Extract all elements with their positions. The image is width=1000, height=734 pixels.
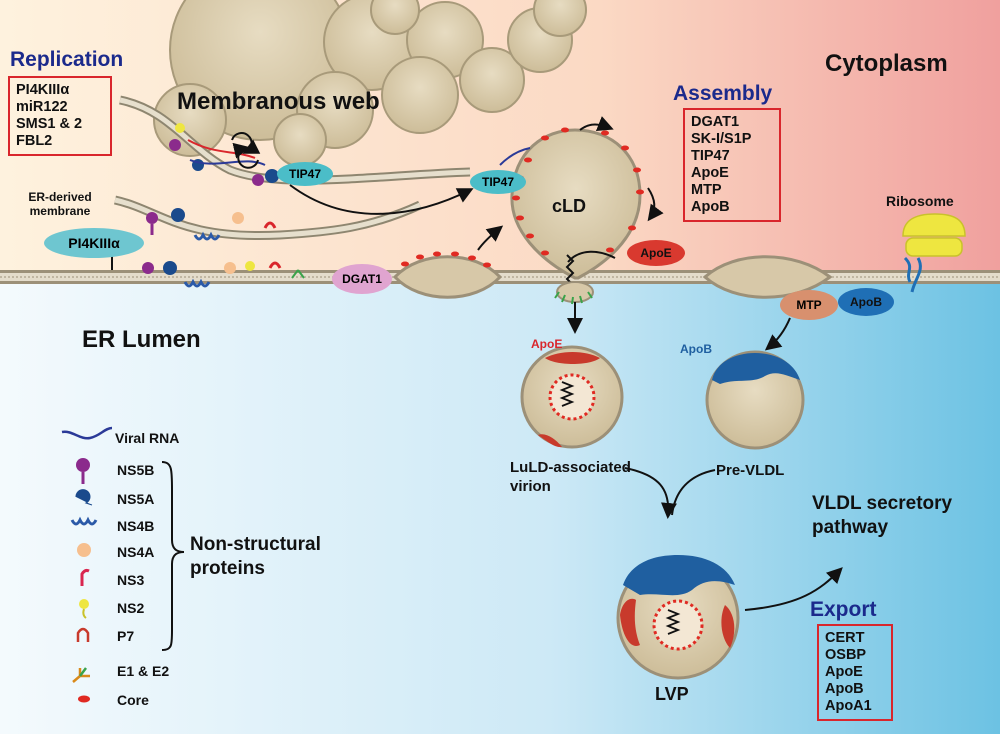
assembly-item: ApoE (691, 165, 729, 181)
er-membrane-label: ER-derived membrane (28, 190, 92, 218)
replication-heading: Replication (10, 48, 124, 71)
export-heading: Export (810, 598, 877, 621)
mtp-oval: MTP (780, 290, 838, 320)
core-dots-lens (401, 251, 491, 268)
assembly-box: DGAT1 SK-I/S1P TIP47 ApoE MTP ApoB (683, 108, 781, 222)
legend-p7: P7 (117, 628, 135, 644)
cld-lipid-droplet (510, 128, 642, 280)
export-item: ApoA1 (825, 698, 872, 714)
membranous-web-label: Membranous web (177, 88, 380, 115)
replication-item: FBL2 (16, 133, 53, 149)
luld-caption: LuLD-associated virion (510, 459, 631, 495)
ribosome-label: Ribosome (886, 193, 954, 209)
luld-apoe-label: ApoE (531, 337, 563, 351)
tip47-oval-left: TIP47 (277, 162, 333, 186)
er-lumen-label: ER Lumen (82, 326, 201, 353)
apoe-oval-cld: ApoE (627, 240, 685, 266)
replication-cycle-arrows (231, 132, 261, 169)
legend-brace (161, 461, 185, 651)
legend-e1-e2: E1 & E2 (117, 663, 170, 679)
legend-ns5a: NS5A (117, 491, 155, 507)
replication-item: miR122 (16, 99, 68, 115)
legend-ns3: NS3 (117, 572, 145, 588)
legend-ns4b: NS4B (117, 518, 155, 534)
cld-label: cLD (552, 196, 587, 216)
cytoplasm-region (0, 0, 1000, 278)
luld-virion (520, 345, 624, 449)
legend-ns5b: NS5B (117, 462, 155, 478)
replication-box: PI4KIIIα miR122 SMS1 & 2 FBL2 (8, 76, 112, 156)
export-item: CERT (825, 630, 865, 646)
cld-viral-rna (565, 254, 575, 286)
cld-rna-strand (499, 147, 531, 166)
membrane-protein-decorations (142, 123, 305, 288)
pi4k-oval: PI4KIIIα (44, 228, 144, 258)
prevldl-apob-label: ApoB (680, 342, 712, 356)
assembly-item: TIP47 (691, 148, 730, 164)
export-item: ApoB (825, 681, 864, 697)
apob-oval-er: ApoB (838, 288, 894, 316)
cytoplasm-label: Cytoplasm (825, 50, 948, 77)
export-box: CERT OSBP ApoE ApoB ApoA1 (817, 624, 893, 721)
export-item: ApoE (825, 664, 863, 680)
legend-ns2: NS2 (117, 600, 145, 616)
assembly-item: MTP (691, 182, 722, 198)
assembly-heading: Assembly (673, 82, 773, 105)
lvp-caption: LVP (655, 684, 689, 704)
lvp-particle (616, 555, 740, 680)
ribosome-shape (902, 213, 966, 293)
assembly-item: ApoB (691, 199, 730, 215)
tip47-oval-right: TIP47 (470, 170, 526, 194)
prevldl-caption: Pre-VLDL (716, 462, 785, 479)
legend-core: Core (117, 692, 149, 708)
assembly-item: DGAT1 (691, 114, 740, 130)
legend-viral-rna: Viral RNA (115, 430, 180, 446)
replication-item: PI4KIIIα (16, 82, 70, 98)
replication-item: SMS1 & 2 (16, 116, 83, 132)
er-lumen-region (0, 278, 1000, 734)
export-item: OSBP (825, 647, 867, 663)
dgat1-oval: DGAT1 (332, 264, 392, 294)
membrane-lens-left (392, 255, 503, 299)
membrane-lens-right (702, 255, 833, 299)
membranous-web (153, 0, 587, 167)
pre-vldl (705, 350, 805, 450)
assembly-item: SK-I/S1P (691, 131, 752, 147)
legend-ns4a: NS4A (117, 544, 155, 560)
vldl-pathway-label: VLDL secretory pathway (812, 493, 953, 538)
legend-group-label: Non-structural proteins (190, 534, 321, 579)
legend-symbols (61, 426, 113, 703)
